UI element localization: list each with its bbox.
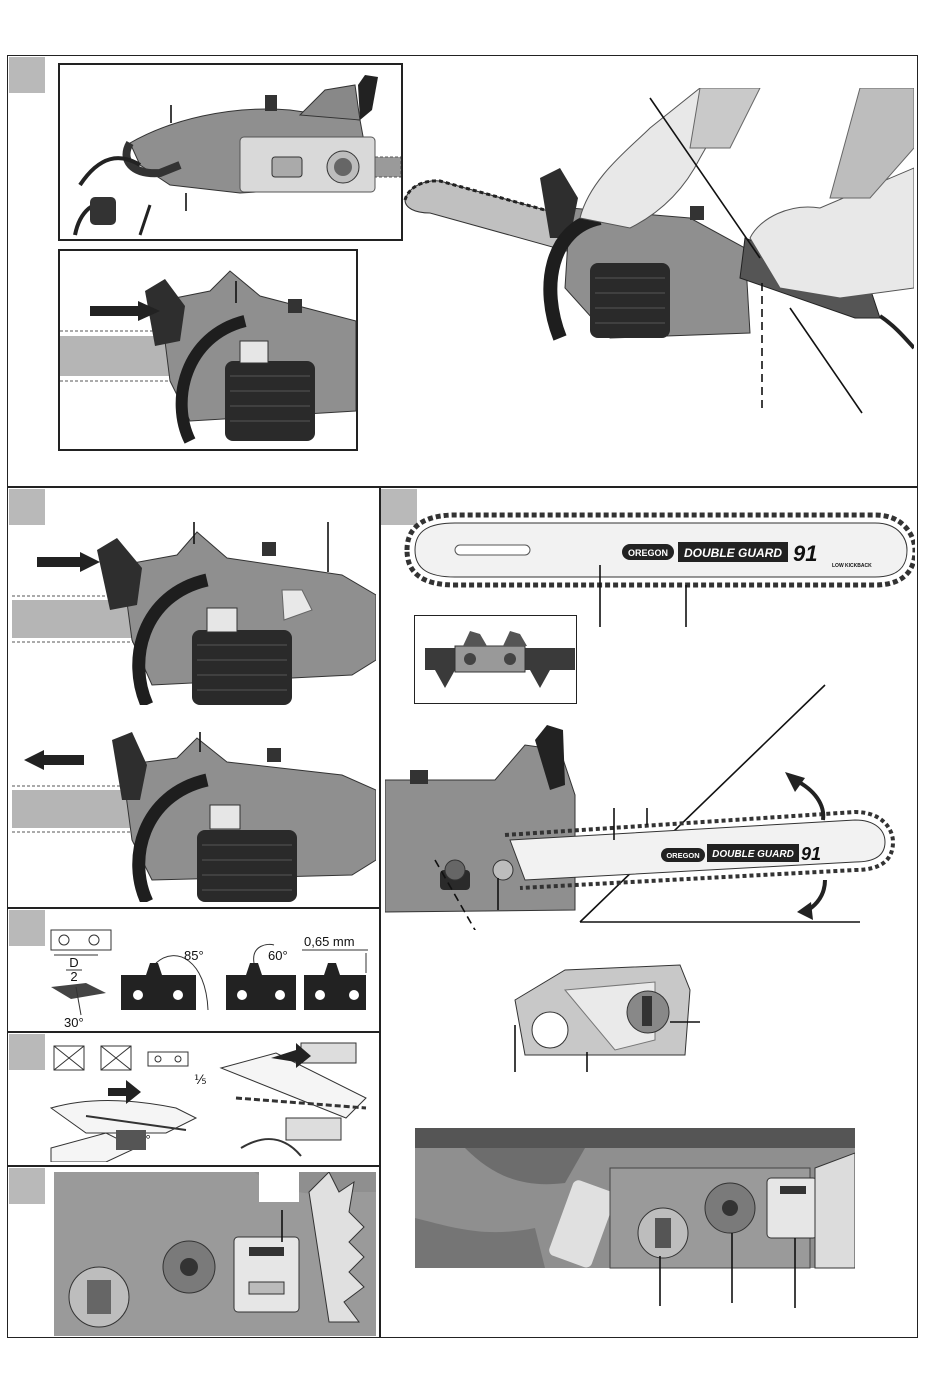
- tension-adjust-illustration: [415, 1128, 855, 1308]
- angle-60-label: 60°: [268, 948, 288, 963]
- panel-tag-5: [9, 1034, 45, 1070]
- chainsaw-side-view-inset: [58, 63, 403, 241]
- panel-tag-4: [9, 910, 45, 946]
- mounted-bar-model-text: 91: [801, 844, 821, 864]
- section-divider-vertical: [379, 487, 381, 1338]
- left-divider-3: [7, 1165, 380, 1167]
- gauge-label-d: D: [69, 955, 78, 970]
- brake-engaged-illustration: [12, 520, 376, 705]
- sprocket-wheel: [705, 1183, 755, 1233]
- angle-85-label: 85°: [184, 948, 204, 963]
- bar-model-text: 91: [793, 541, 817, 566]
- guide-bar-and-chain-illustration: OREGON DOUBLE GUARD 91 LOW KICKBACK: [395, 505, 915, 630]
- section-divider-top: [7, 486, 918, 488]
- panel-tag-1: [9, 57, 45, 93]
- front-guard-closeup-illustration: [60, 251, 356, 449]
- bar-mounting-illustration: OREGON DOUBLE GUARD 91: [385, 680, 915, 930]
- file-angle-label: 30°: [64, 1015, 84, 1027]
- front-guard-closeup-inset: [58, 249, 358, 451]
- panel-tag-6: [9, 1168, 45, 1204]
- mounted-bar-brand-text: OREGON: [666, 851, 699, 860]
- bar-product-text: DOUBLE GUARD: [684, 546, 782, 560]
- tooth-angle-diagram: D 2 30° 85° 60° 0,65 mm: [46, 915, 376, 1027]
- tension-knob: [69, 1267, 129, 1327]
- depth-gauge-label: 0,65 mm: [304, 934, 355, 949]
- left-divider-1: [7, 907, 380, 909]
- brake-released-illustration: [12, 730, 376, 902]
- tensioner-closeup-illustration: [54, 1172, 376, 1336]
- left-divider-2: [7, 1031, 380, 1033]
- sharpening-technique-diagram: ⅕ 30°: [46, 1038, 376, 1162]
- hands-holding-chainsaw-illustration: [400, 88, 914, 418]
- gauge-label-2: 2: [70, 969, 77, 984]
- chainsaw-side-view-illustration: [60, 65, 401, 239]
- file-fraction-label: ⅕: [194, 1072, 207, 1087]
- bar-low-kickback-text: LOW KICKBACK: [832, 563, 872, 569]
- sprocket-cover-illustration: [505, 960, 720, 1072]
- bar-brand-text: OREGON: [628, 548, 668, 558]
- mounted-bar-product-text: DOUBLE GUARD: [712, 849, 794, 860]
